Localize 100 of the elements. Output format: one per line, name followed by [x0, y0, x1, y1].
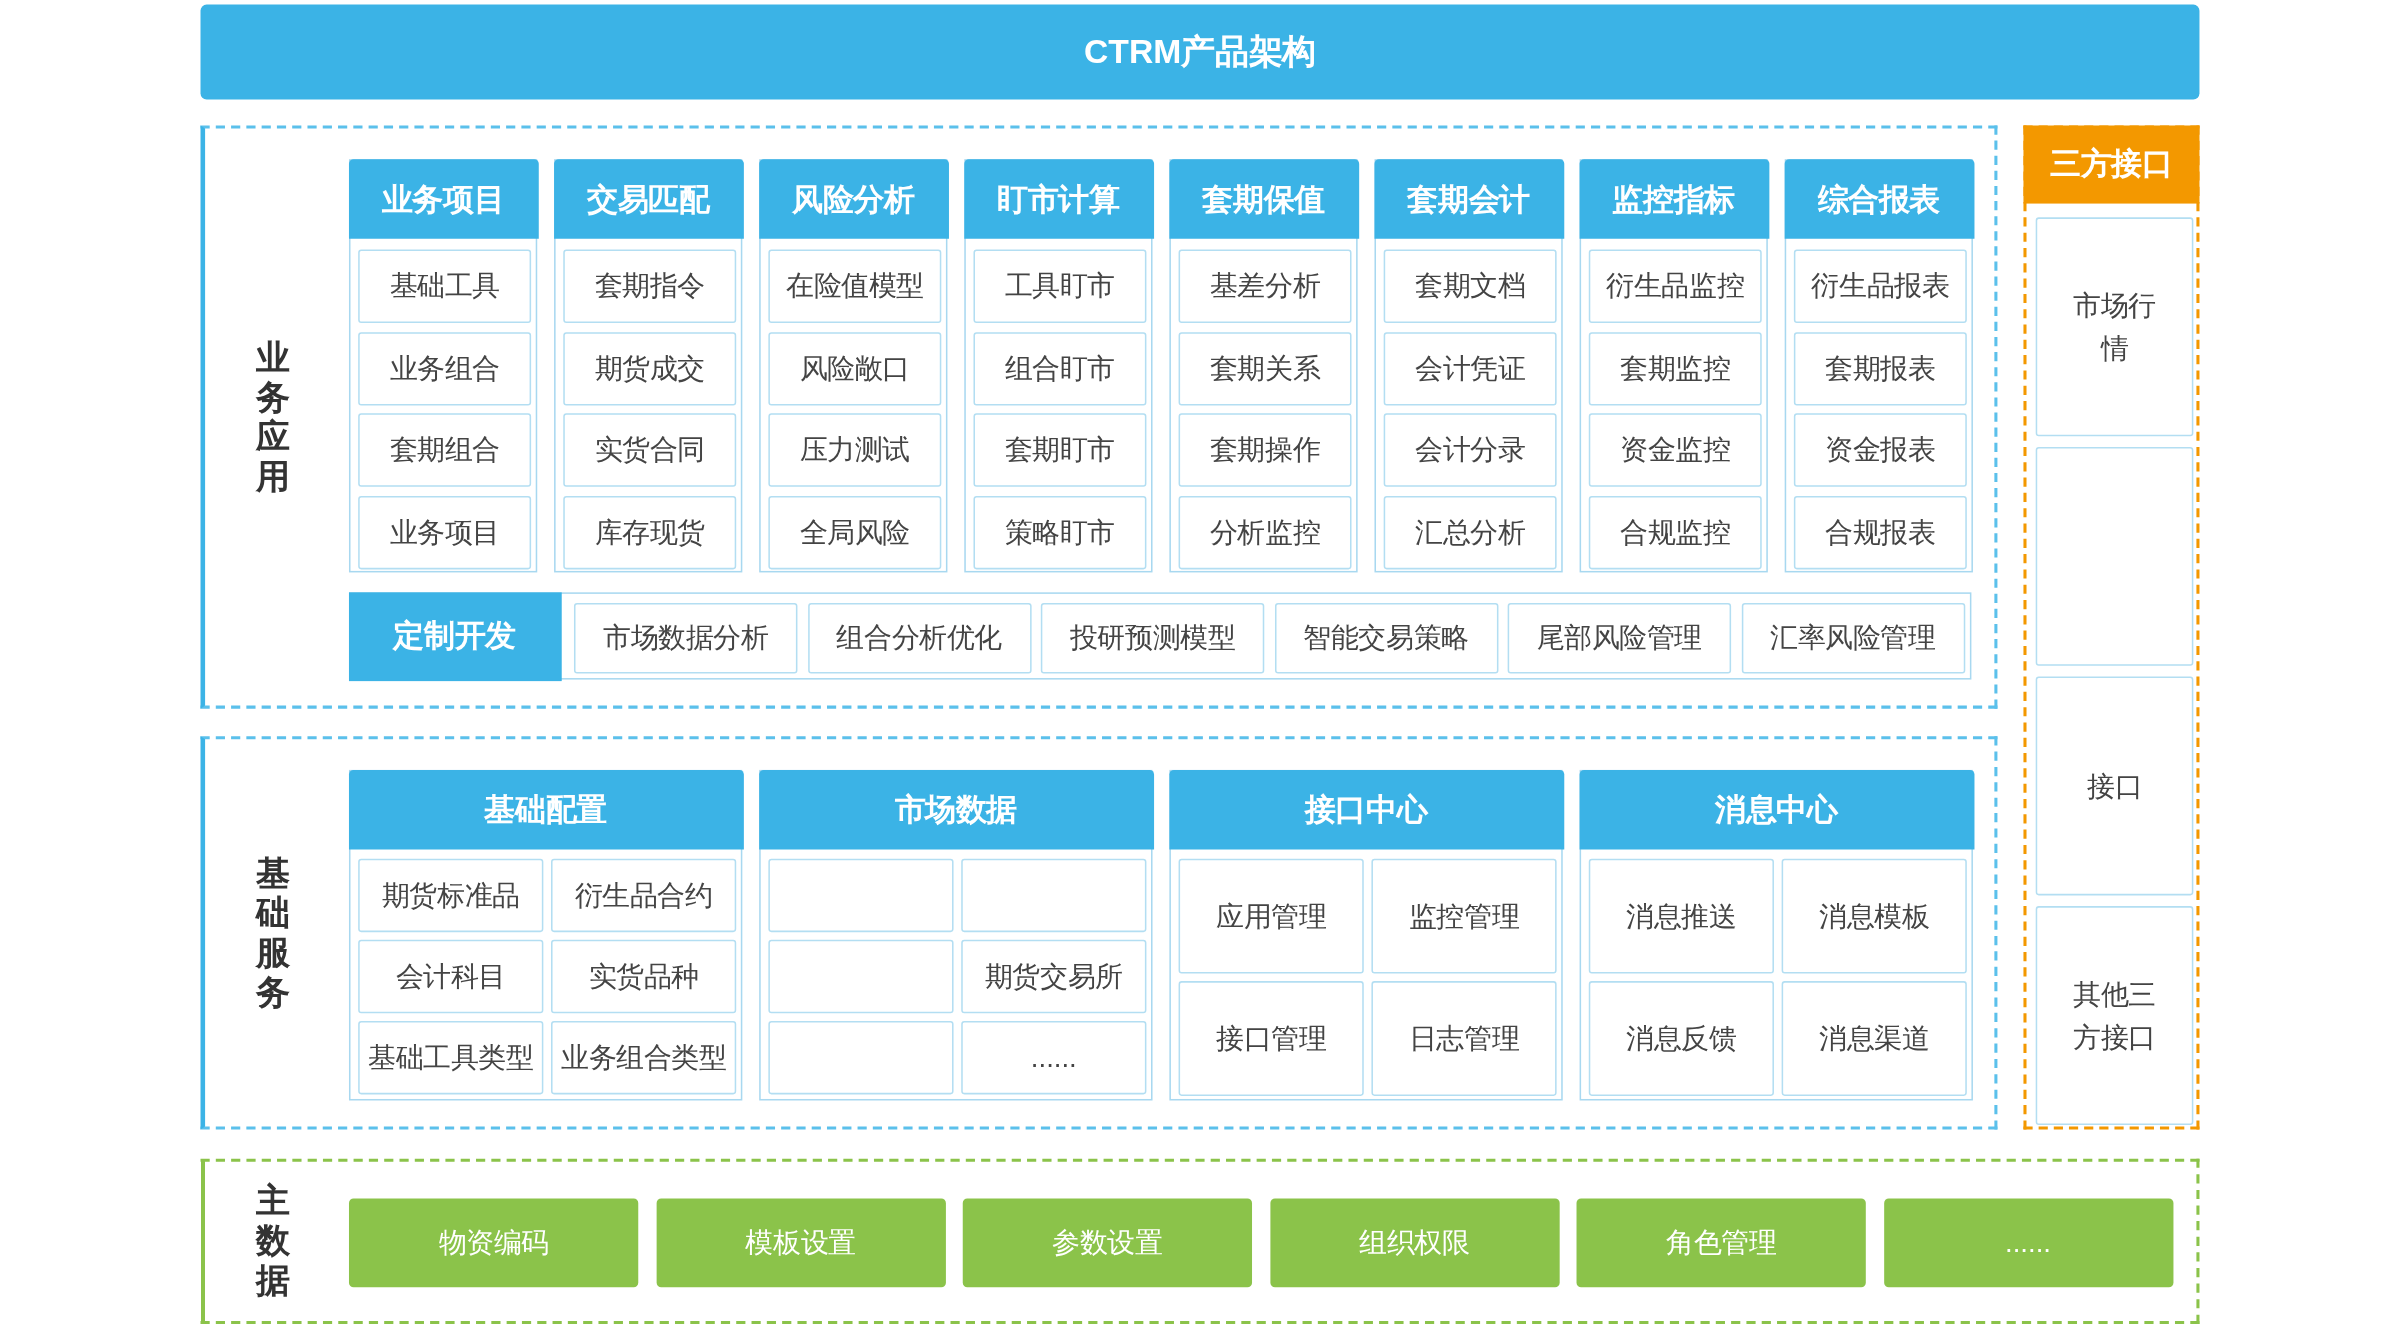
column-header: 消息中心 [1578, 769, 1974, 849]
item-text: 消息推送 [1626, 899, 1737, 934]
module-item [768, 249, 942, 323]
module-item [1507, 603, 1732, 674]
module-item [1383, 413, 1557, 487]
module-item [573, 603, 798, 674]
item-text: 消息模板 [1819, 899, 1930, 934]
item-text: 衍生品报表 [1811, 269, 1950, 304]
item-text: 业务项目 [389, 515, 500, 550]
empty-item-box [768, 939, 954, 1014]
item-text: 套期指令 [594, 269, 705, 304]
module-item [1588, 981, 1774, 1096]
module-item [973, 413, 1147, 487]
item-text: 组合分析优化 [836, 621, 1002, 656]
item-text: 套期关系 [1209, 351, 1321, 386]
module-item [1588, 858, 1774, 974]
section-panel [200, 736, 1998, 1130]
module-column [964, 159, 1153, 573]
module-item [551, 939, 737, 1014]
module-item [563, 413, 737, 487]
module-column [759, 159, 948, 573]
item-text: 期货标准品 [381, 879, 520, 913]
module-item [358, 249, 532, 323]
module-item [349, 1198, 639, 1288]
item-text: 参数设置 [1052, 1226, 1163, 1261]
column-header: 综合报表 [1783, 158, 1974, 238]
item-text: 汇总分析 [1415, 515, 1526, 550]
module-item [973, 249, 1147, 323]
module-item [973, 331, 1147, 405]
section-header: 三方接口 [2023, 125, 2200, 204]
module-item [2035, 217, 2194, 437]
item-text: 实货合同 [594, 433, 705, 468]
item-text: 在险值模型 [785, 269, 924, 304]
item-text: 投研预测模型 [1069, 621, 1236, 656]
item-text: 衍生品合约 [574, 879, 713, 913]
item-text: 应用管理 [1216, 899, 1327, 934]
column-header: 业务项目 [348, 158, 538, 238]
item-text: 期货交易所 [984, 960, 1123, 994]
item-text: 衍生品监控 [1606, 269, 1745, 304]
item-text: 合规监控 [1620, 515, 1731, 550]
module-item [1274, 603, 1498, 674]
module-item [358, 331, 532, 405]
module-column [1579, 159, 1768, 573]
module-item [1178, 495, 1352, 569]
item-text: 套期盯市 [1004, 433, 1116, 468]
item-text: 会计分录 [1415, 433, 1526, 468]
module-item [1371, 858, 1557, 974]
item-text: 其他三方接口 [2072, 977, 2157, 1055]
item-text: 套期监控 [1620, 351, 1731, 386]
item-text: 套期报表 [1825, 351, 1936, 386]
module-column [1579, 769, 1973, 1101]
module-item [1588, 413, 1762, 487]
module-item [563, 331, 737, 405]
module-item [358, 1020, 544, 1095]
item-text: 库存现货 [594, 515, 705, 550]
item-text: 组织权限 [1359, 1226, 1470, 1261]
module-item [551, 1020, 737, 1095]
module-item [655, 1198, 946, 1288]
module-item [358, 413, 532, 487]
item-text: 合规报表 [1825, 515, 1936, 550]
item-text: ...... [1030, 1041, 1077, 1075]
column-header: 基础配置 [348, 769, 744, 849]
item-text: 汇率风险管理 [1770, 621, 1936, 656]
module-item [2035, 906, 2194, 1125]
item-text: 资金监控 [1620, 433, 1731, 468]
module-item [768, 413, 942, 487]
item-text: 业务组合 [389, 351, 500, 386]
module-item [358, 939, 544, 1014]
module-item [1883, 1198, 2173, 1288]
module-item [1588, 249, 1762, 323]
module-item [1741, 603, 1965, 674]
module-item [1383, 331, 1557, 405]
section-label: 基础服务 [254, 853, 291, 1013]
module-column [1169, 769, 1563, 1101]
module-item [1178, 413, 1352, 487]
item-text: 会计科目 [395, 960, 506, 994]
module-item [551, 858, 737, 933]
module-column [349, 159, 538, 573]
module-column [554, 159, 743, 573]
module-item [1178, 858, 1364, 974]
item-text: 工具盯市 [1004, 269, 1116, 304]
module-column [1374, 159, 1563, 573]
module-item [1588, 331, 1762, 405]
item-text: 会计凭证 [1415, 351, 1526, 386]
module-item [1781, 858, 1967, 974]
item-text: 基础工具 [389, 269, 500, 304]
module-band [349, 592, 1972, 680]
column-header: 接口中心 [1168, 769, 1564, 849]
module-item [1178, 331, 1352, 405]
item-text: 接口 [2085, 769, 2144, 804]
item-text: 套期操作 [1209, 433, 1321, 468]
empty-item-box [2035, 446, 2194, 666]
module-column [759, 769, 1153, 1101]
column-header: 市场数据 [758, 769, 1154, 849]
title-banner: CTRM产品架构 [200, 4, 2200, 100]
section-panel [2023, 125, 2200, 1130]
empty-item-box [768, 1020, 954, 1095]
module-item [1781, 981, 1967, 1096]
item-text: ...... [2005, 1226, 2051, 1261]
item-text: 资金报表 [1825, 433, 1936, 468]
